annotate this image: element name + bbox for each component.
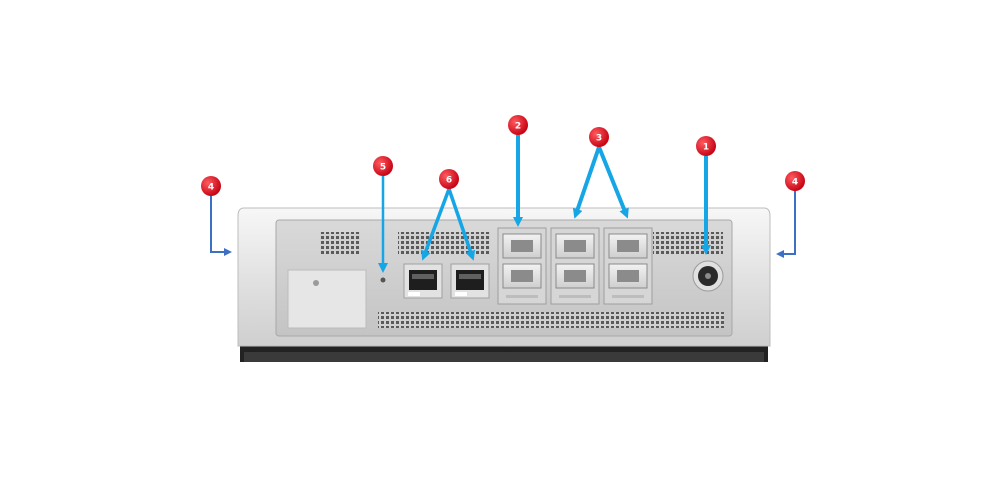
rj45-port-stack-2: [550, 227, 600, 305]
callout-power-jack: 1: [696, 136, 716, 156]
sfp-port-group: [403, 263, 490, 299]
callout-reset-number: 5: [380, 163, 386, 173]
callout-uplink-port: 2: [508, 115, 528, 135]
callout-markers: 4 5 6 2 3 1 4: [201, 115, 805, 196]
callout-left-side: 4: [201, 176, 221, 196]
sfp-port-1: [403, 263, 443, 299]
callout-right-side-number: 4: [792, 178, 798, 188]
rj45-port-stack-3: [603, 227, 653, 305]
rj45-port-stack-1: [497, 227, 547, 305]
callout-sfp-ports: 6: [439, 169, 459, 189]
callout-arrows: [210, 135, 796, 273]
arrow-lan-2: [597, 146, 629, 219]
callout-sfp-ports-number: 6: [446, 176, 452, 186]
sfp-port-1-label: [408, 292, 420, 296]
arrow-left-side: [210, 196, 232, 256]
vent-right: [653, 232, 723, 254]
callout-uplink-port-number: 2: [515, 122, 521, 132]
vent-top-sfp: [398, 232, 490, 254]
callout-left-side-number: 4: [208, 183, 214, 193]
callout-lan-ports-number: 3: [596, 134, 602, 144]
sfp-port-2-label: [455, 292, 467, 296]
power-jack: [692, 260, 724, 292]
callout-reset: 5: [373, 156, 393, 176]
arrow-sfp-2: [447, 188, 476, 261]
arrow-right-side: [776, 190, 796, 258]
vent-bottom: [378, 312, 724, 328]
arrow-sfp-1: [421, 188, 451, 261]
callout-power-jack-number: 1: [703, 143, 709, 153]
reset-pinhole: [380, 277, 386, 283]
port-stack-3-caption: [612, 295, 644, 298]
label-plate: [287, 269, 367, 329]
arrow-lan-1: [572, 146, 601, 219]
screw: [313, 280, 319, 286]
vent-left: [320, 232, 360, 254]
callout-lan-ports: 3: [589, 127, 609, 147]
sfp-port-2: [450, 263, 490, 299]
port-stack-1-caption: [506, 295, 538, 298]
callout-right-side: 4: [785, 171, 805, 191]
port-stack-2-caption: [559, 295, 591, 298]
